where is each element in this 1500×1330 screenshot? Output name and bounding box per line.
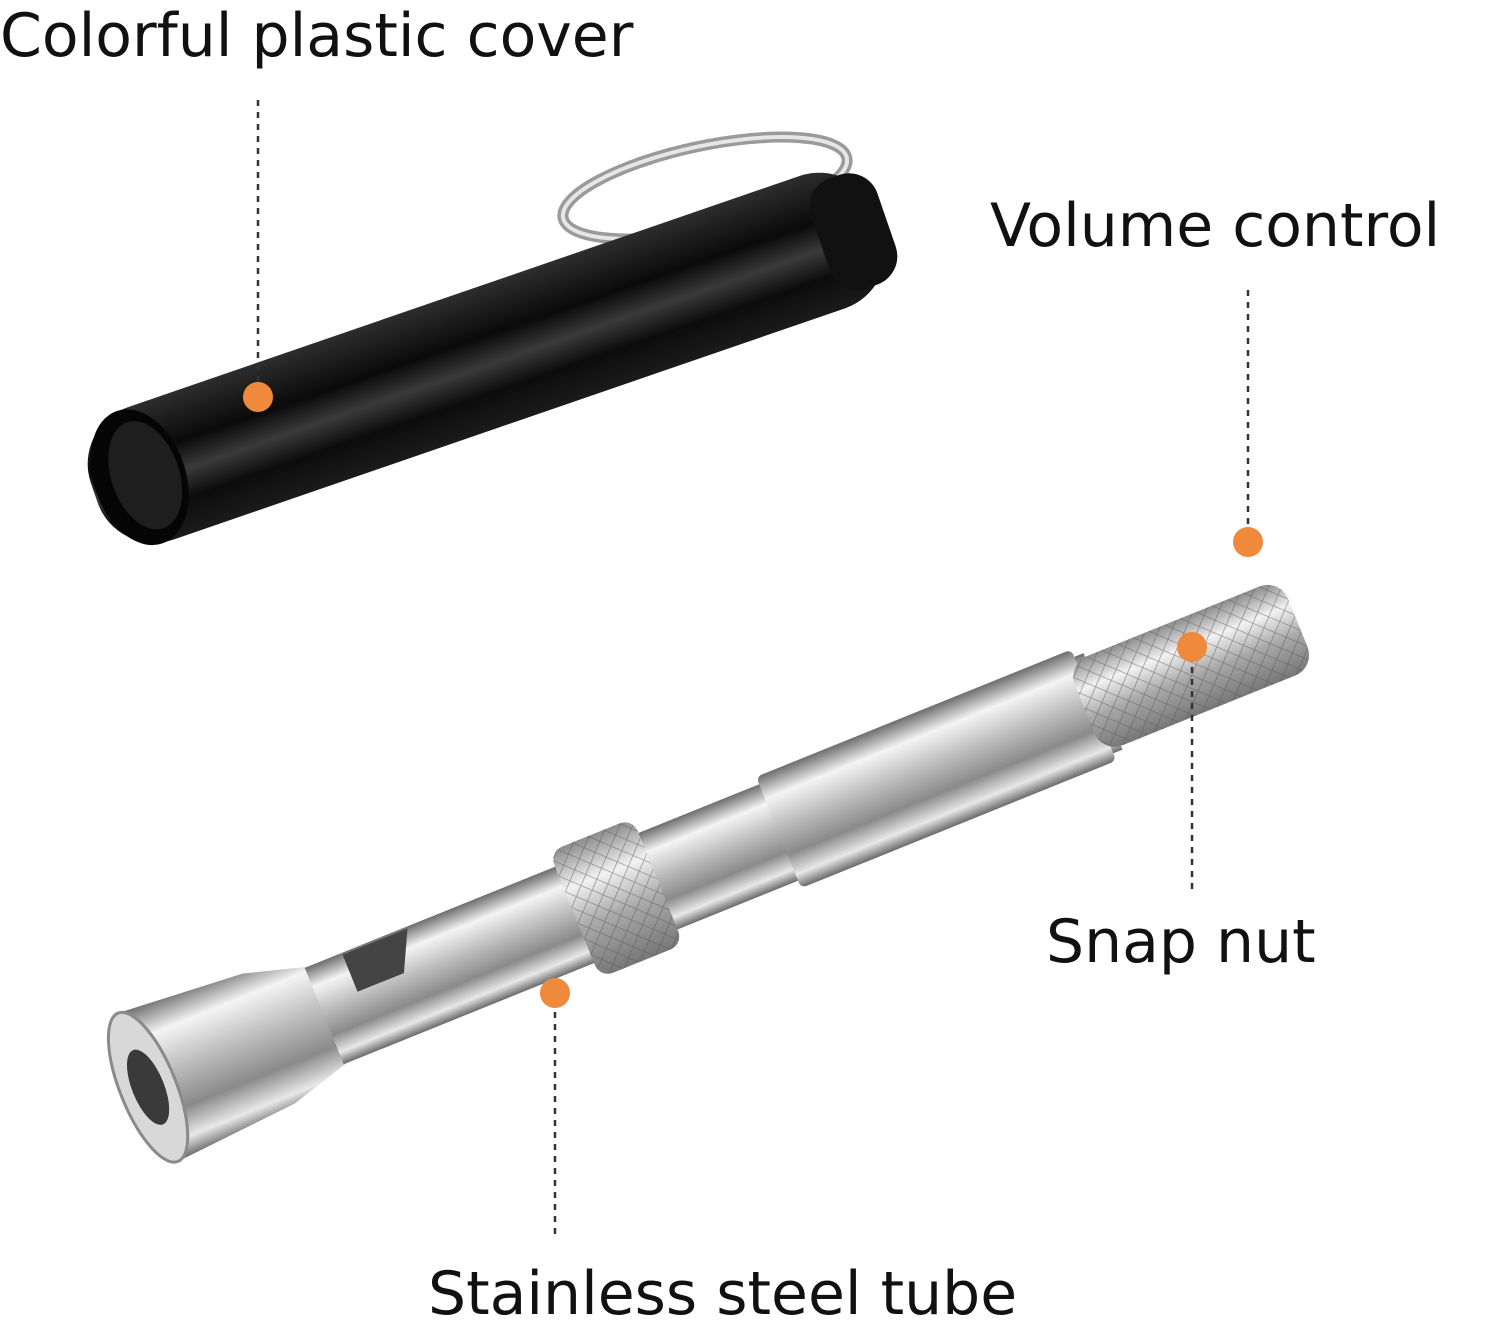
leader-lines: [256, 100, 1250, 1240]
markers: [243, 382, 1263, 1008]
plastic-cover: [87, 172, 898, 546]
marker-volume: [1233, 527, 1263, 557]
label-plastic-cover: Colorful plastic cover: [0, 1, 634, 71]
steel-whistle: [106, 584, 1310, 1164]
marker-cover: [243, 382, 273, 412]
marker-snap: [1177, 632, 1207, 662]
label-volume-control: Volume control: [990, 191, 1441, 261]
label-snap-nut: Snap nut: [1046, 907, 1316, 977]
label-steel-tube: Stainless steel tube: [428, 1259, 1018, 1329]
marker-tube: [540, 978, 570, 1008]
